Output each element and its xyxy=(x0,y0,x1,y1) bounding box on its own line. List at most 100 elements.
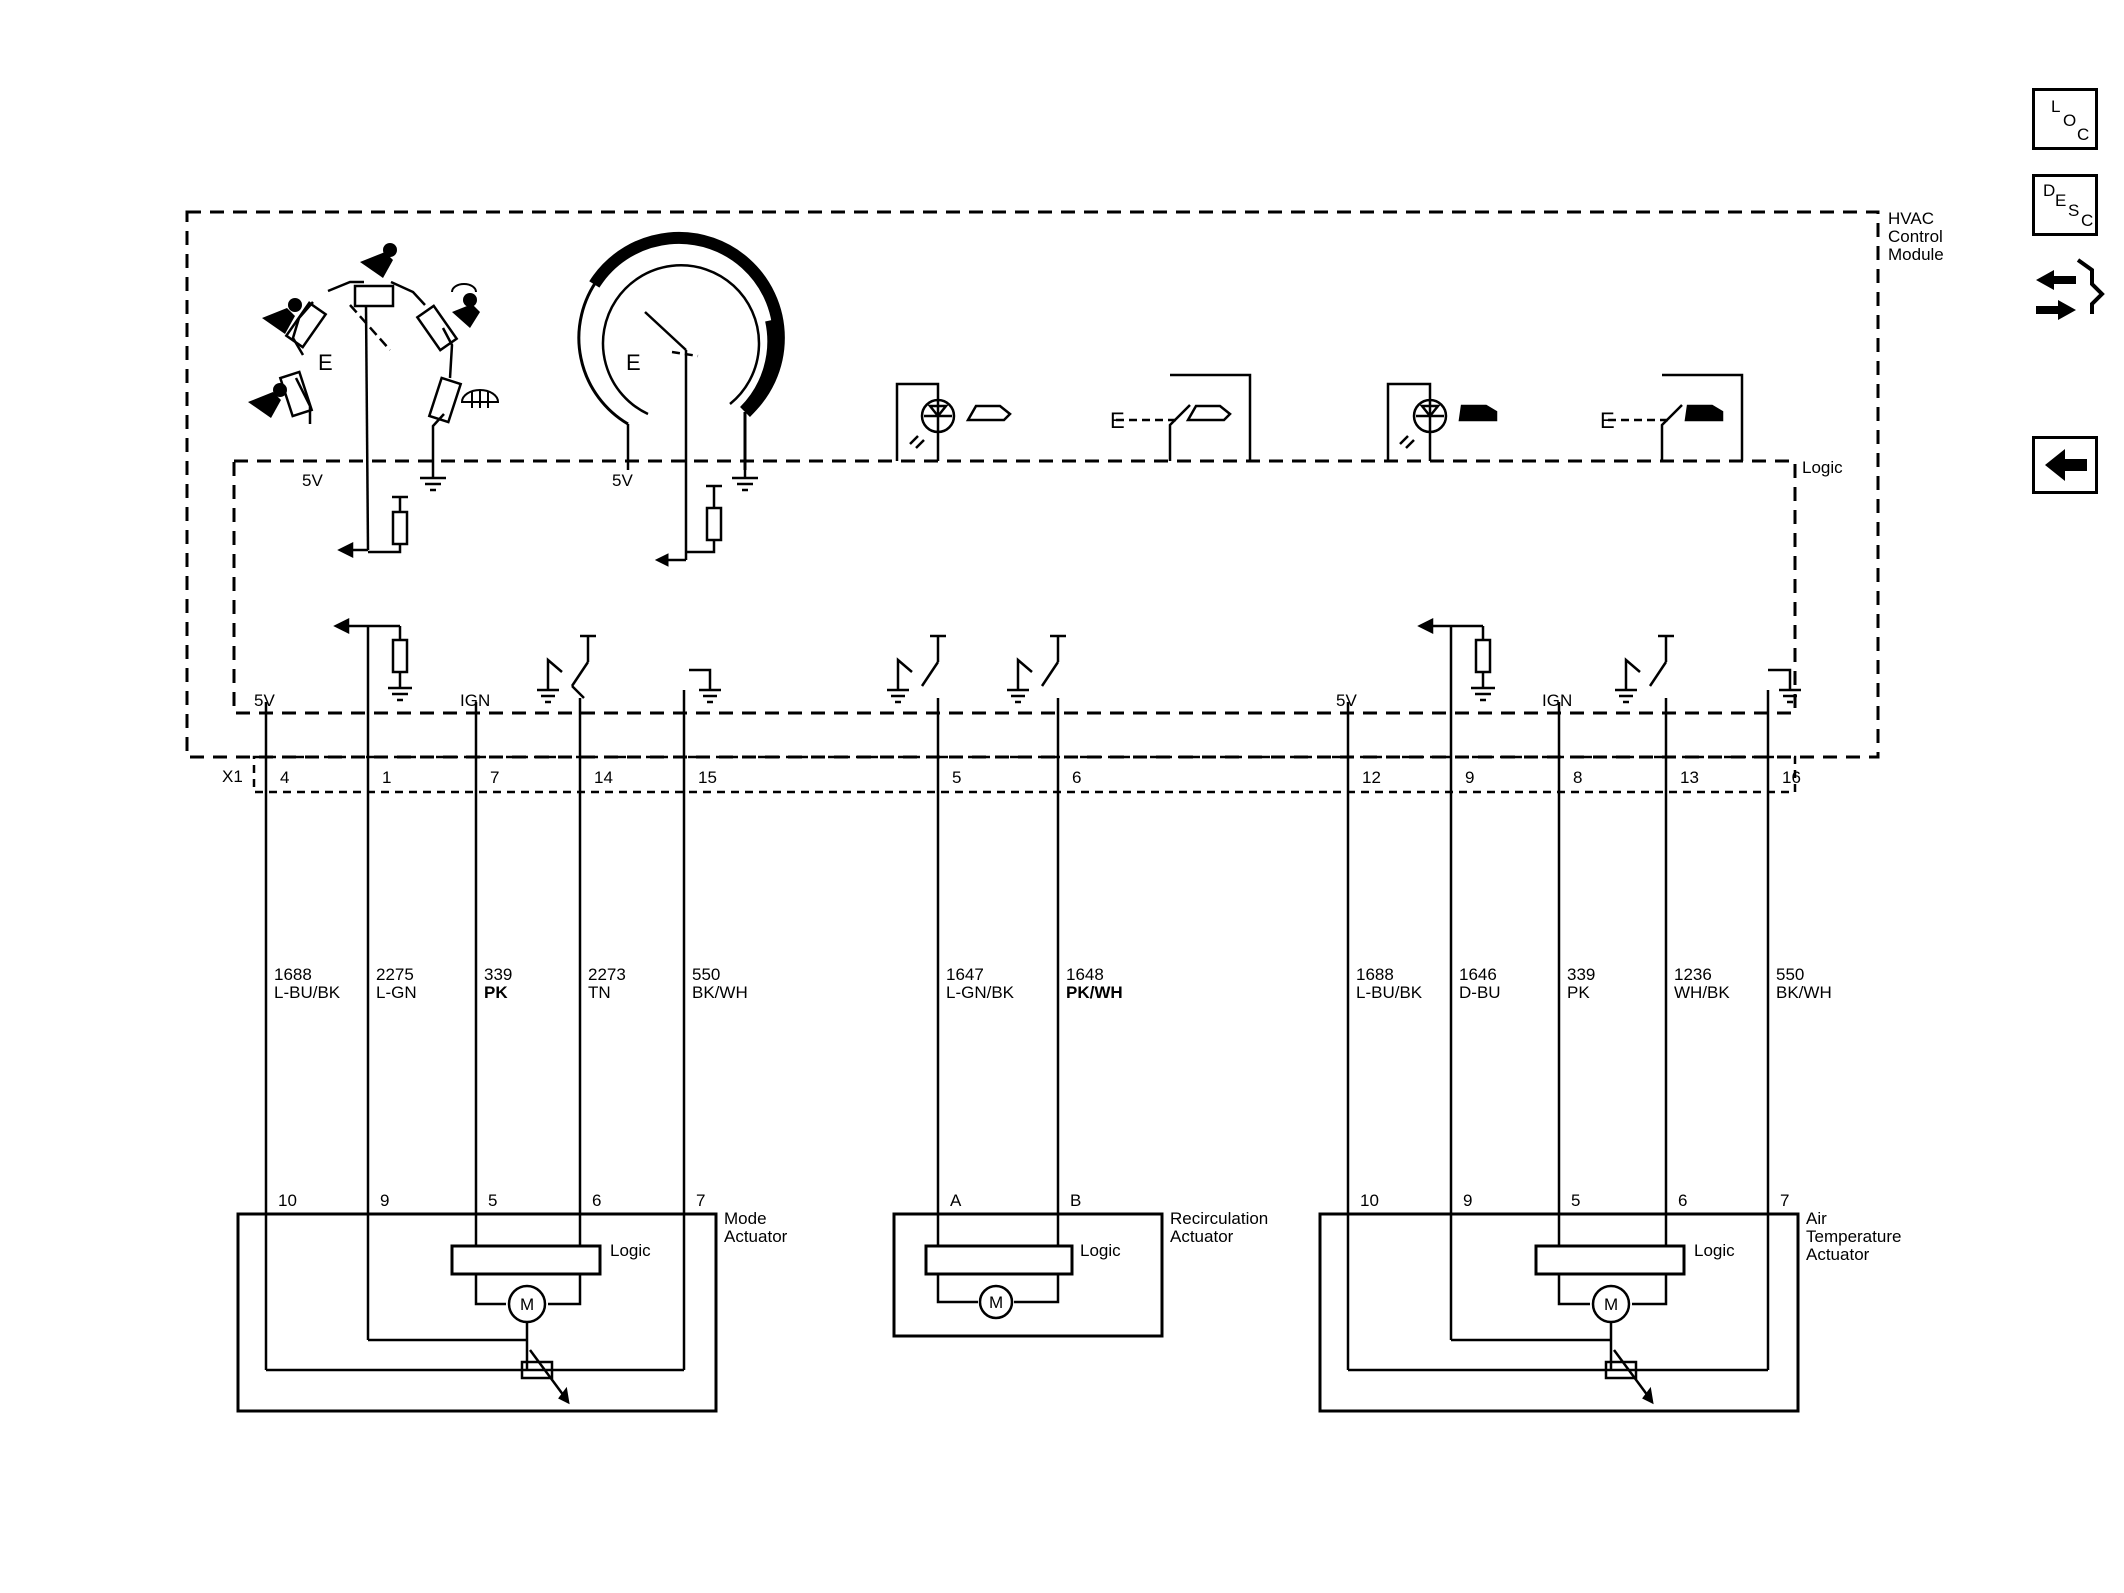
outside-air-led-indicator xyxy=(1386,382,1498,461)
connector-x1-label: X1 xyxy=(222,767,243,786)
logic-5v-left: 5V xyxy=(254,691,275,710)
actuator-pin-3: 5 xyxy=(488,1191,497,1210)
desc-letter-s: S xyxy=(2068,201,2080,220)
actuator-pin-1: 10 xyxy=(278,1191,297,1210)
temp-pullup-resistor xyxy=(686,484,723,554)
logic-label: Logic xyxy=(1802,458,1843,477)
wire-color-12: BK/WH xyxy=(1776,983,1832,1002)
actuator-pin-6: A xyxy=(950,1191,962,1210)
mode-selector-switch: E xyxy=(278,280,463,559)
recirc-led-indicator xyxy=(895,382,1012,461)
wire-circuit-4: 2273 xyxy=(588,965,626,984)
desc-letter-d: D xyxy=(2043,181,2056,200)
wire-circuit-3: 339 xyxy=(484,965,512,984)
svg-text:E: E xyxy=(1110,408,1125,433)
actuator-pin-5: 7 xyxy=(696,1191,705,1210)
air-temperature-actuator xyxy=(1318,1212,1800,1413)
mode-actuator-name-2: Actuator xyxy=(724,1227,788,1246)
wire-circuit-11: 1236 xyxy=(1674,965,1712,984)
actuator-pin-9: 9 xyxy=(1463,1191,1472,1210)
wire-circuit-8: 1688 xyxy=(1356,965,1394,984)
mode-pullup-resistor xyxy=(368,495,409,554)
hvac-control-module xyxy=(185,210,1880,794)
wire-color-5: BK/WH xyxy=(692,983,748,1002)
logic-signal-stubs xyxy=(333,617,1801,704)
temp-actuator-name-1: Air xyxy=(1806,1209,1827,1228)
module-pin-6: 5 xyxy=(952,768,961,787)
wire-color-2: L-GN xyxy=(376,983,417,1002)
wire-circuit-9: 1646 xyxy=(1459,965,1497,984)
wire-circuit-12: 550 xyxy=(1776,965,1804,984)
module-pin-11: 13 xyxy=(1680,768,1699,787)
wire-circuit-2: 2275 xyxy=(376,965,414,984)
module-pin-1: 4 xyxy=(280,768,289,787)
module-title-line3: Module xyxy=(1888,245,1944,264)
module-pin-7: 6 xyxy=(1072,768,1081,787)
temp-actuator-motor-label: M xyxy=(1604,1295,1618,1314)
actuator-pin-12: 7 xyxy=(1780,1191,1789,1210)
desc-letter-c: C xyxy=(2081,211,2094,230)
temp-actuator-logic: Logic xyxy=(1694,1241,1735,1260)
actuator-pin-10: 5 xyxy=(1571,1191,1580,1210)
wire-color-6: L-GN/BK xyxy=(946,983,1015,1002)
wire-circuit-10: 339 xyxy=(1567,965,1595,984)
wire-color-4: TN xyxy=(588,983,611,1002)
wire-lines xyxy=(264,626,1770,1214)
recirc-switch: E xyxy=(1110,373,1252,461)
module-pin-12: 16 xyxy=(1782,768,1801,787)
location-button[interactable]: L O C xyxy=(2032,88,2098,150)
recirculation-actuator xyxy=(892,1212,1164,1338)
module-outline xyxy=(185,210,1880,759)
mode-defrost-vent-icon xyxy=(451,283,480,328)
logic-ign-left: IGN xyxy=(460,691,490,710)
module-pin-10: 8 xyxy=(1573,768,1582,787)
temperature-selector-switch: E xyxy=(572,231,785,567)
wire-color-10: PK xyxy=(1567,983,1590,1002)
wire-circuit-5: 550 xyxy=(692,965,720,984)
logic-ign-right: IGN xyxy=(1542,691,1572,710)
back-button[interactable] xyxy=(2032,436,2098,494)
wire-color-8: L-BU/BK xyxy=(1356,983,1423,1002)
module-title-line1: HVAC xyxy=(1888,209,1934,228)
temp-actuator-name-2: Temperature xyxy=(1806,1227,1901,1246)
recirc-actuator-name-1: Recirculation xyxy=(1170,1209,1268,1228)
wire-labels: 1688L-BU/BK2275L-GN339PK2273TN550BK/WH16… xyxy=(274,965,1832,1002)
recirc-actuator-motor-label: M xyxy=(989,1293,1003,1312)
actuator-pin-4: 6 xyxy=(592,1191,601,1210)
wire-color-11: WH/BK xyxy=(1674,983,1730,1002)
logic-5v-right: 5V xyxy=(1336,691,1357,710)
connector-x1-outline xyxy=(252,755,1797,794)
description-button[interactable]: D E S C xyxy=(2032,174,2098,236)
loc-letter-c: C xyxy=(2077,125,2090,144)
actuator-pin-7: B xyxy=(1070,1191,1081,1210)
outside-air-switch: E xyxy=(1600,373,1744,461)
module-title-line2: Control xyxy=(1888,227,1943,246)
recirc-actuator-name-2: Actuator xyxy=(1170,1227,1234,1246)
module-pin-4: 14 xyxy=(594,768,613,787)
mode-actuator-name-1: Mode xyxy=(724,1209,767,1228)
module-pin-8: 12 xyxy=(1362,768,1381,787)
wire-circuit-1: 1688 xyxy=(274,965,312,984)
loc-letter-l: L xyxy=(2051,97,2061,116)
back-arrow-icon xyxy=(2045,449,2087,481)
mode-knob-5v: 5V xyxy=(302,471,323,490)
actuator-pin-11: 6 xyxy=(1678,1191,1687,1210)
mode-vent-icon-3 xyxy=(248,383,287,418)
connector-view-icon[interactable] xyxy=(2028,254,2108,334)
loc-letter-o: O xyxy=(2063,111,2077,130)
module-pin-5: 15 xyxy=(698,768,717,787)
wire-color-7: PK/WH xyxy=(1066,983,1123,1002)
logic-outline xyxy=(232,459,1797,715)
mode-vent-icon-2 xyxy=(262,298,302,334)
module-pin-3: 7 xyxy=(490,768,499,787)
module-pin-9: 9 xyxy=(1465,768,1474,787)
actuator-pin-2: 9 xyxy=(380,1191,389,1210)
wire-color-1: L-BU/BK xyxy=(274,983,341,1002)
mode-defrost-icon xyxy=(460,389,500,408)
desc-letter-e: E xyxy=(2055,191,2067,210)
temp-actuator-name-3: Actuator xyxy=(1806,1245,1870,1264)
module-pin-2: 1 xyxy=(382,768,391,787)
wire-circuit-7: 1648 xyxy=(1066,965,1104,984)
